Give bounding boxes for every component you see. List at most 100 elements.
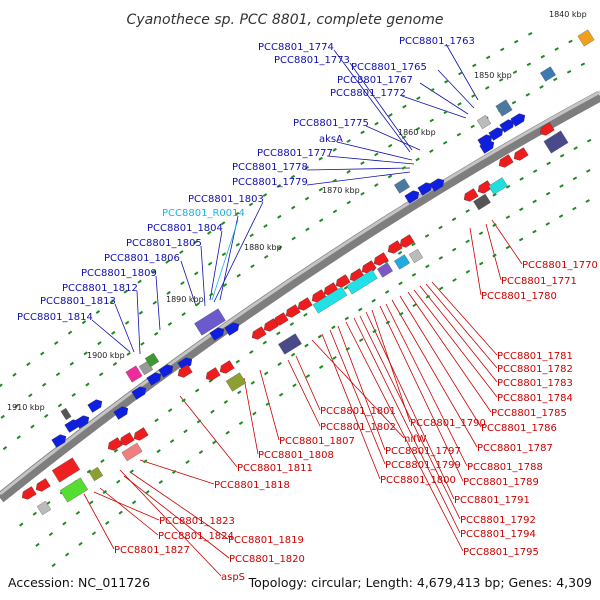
tick-mark — [100, 458, 105, 464]
gene-label-1806: PCC8801_1806 — [104, 253, 180, 264]
tick-mark — [430, 87, 435, 92]
tick-mark — [492, 253, 497, 258]
gene-label-1779: PCC8801_1779 — [232, 177, 308, 188]
tick-mark — [471, 94, 476, 98]
tick-mark — [152, 300, 157, 305]
tick-mark — [412, 303, 417, 308]
tick-mark — [573, 146, 578, 150]
tick-mark — [465, 209, 470, 213]
reverse-gene-arrow — [285, 304, 301, 318]
tick-mark — [332, 147, 337, 152]
forward-callout-line — [349, 62, 413, 151]
gene-label-1799: PCC8801_1799 — [385, 460, 461, 471]
tick-mark — [540, 54, 546, 59]
tick-mark — [317, 334, 323, 339]
forward-gene-box-shape — [577, 29, 595, 47]
tick-mark — [512, 70, 518, 74]
tick-mark — [113, 448, 119, 453]
gene-label-1818: PCC8801_1818 — [214, 480, 290, 491]
reverse-gene-arrow — [205, 367, 221, 381]
reverse-gene-box — [59, 477, 89, 503]
tick-mark — [2, 446, 8, 451]
tick-mark — [492, 223, 497, 228]
tick-mark — [485, 86, 490, 90]
tick-mark — [416, 96, 421, 101]
gene-label-1767: PCC8801_1767 — [337, 75, 413, 86]
forward-gene-arrow-shape — [488, 127, 504, 141]
tick-mark — [498, 78, 504, 82]
tick-mark — [167, 321, 173, 326]
tick-mark — [384, 290, 390, 294]
forward-gene-box — [577, 29, 595, 47]
tick-mark — [277, 362, 282, 366]
tick-mark — [16, 435, 21, 440]
forward-gene-arrow — [499, 119, 515, 133]
reverse-gene-box-shape — [377, 262, 393, 278]
reverse-gene-box — [121, 442, 143, 462]
tick-mark — [212, 440, 217, 445]
tick-mark — [116, 479, 121, 484]
scale-ticks: 1840 kbp 1850 kbp 1860 kbp 1870 kbp 1880… — [7, 10, 587, 412]
gene-label-1824: PCC8801_1824 — [158, 531, 234, 542]
tick-mark — [559, 184, 564, 188]
forward-gene-arrow — [158, 364, 174, 378]
tick-mark — [111, 330, 116, 335]
tick-mark — [527, 31, 533, 36]
tick-mark — [505, 184, 511, 189]
gene-label-1801: PCC8801_1801 — [320, 406, 396, 417]
forward-callout-line — [306, 167, 411, 171]
gene-label-1808: PCC8801_1808 — [258, 450, 334, 461]
reverse-gene-box — [394, 254, 410, 270]
reverse-gene-arrow-shape — [335, 274, 351, 288]
reverse-gene-box — [312, 286, 348, 314]
tick-rows — [0, 31, 592, 568]
tick-mark — [195, 302, 200, 307]
gene-label-1780: PCC8801_1780 — [481, 291, 557, 302]
gene-label-1788: PCC8801_1788 — [467, 462, 543, 473]
reverse-gene-arrow — [251, 326, 267, 340]
tick-mark — [265, 402, 270, 407]
tick-mark — [35, 542, 40, 547]
tick-mark — [67, 330, 73, 335]
reverse-gene-arrow-shape — [107, 437, 123, 451]
tick-mark — [572, 206, 577, 211]
gene-label-1794: PCC8801_1794 — [460, 529, 536, 540]
tick-mark — [558, 214, 564, 219]
reverse-gene-arrow — [335, 274, 351, 288]
tick-mark — [194, 271, 199, 276]
map-title: Cyanothece sp. PCC 8801, complete genome — [127, 12, 444, 28]
reverse-gene-box-shape — [121, 442, 143, 462]
tick-mark — [263, 371, 269, 376]
tick-mark — [235, 359, 240, 364]
gene-features — [21, 29, 595, 516]
gene-label-1827: PCC8801_1827 — [114, 545, 190, 556]
forward-gene-arrow-shape — [74, 415, 90, 429]
forward-gene-arrow — [209, 327, 225, 341]
forward-gene-arrow-shape — [499, 119, 515, 133]
tick-mark — [546, 161, 551, 166]
tick-mark — [156, 449, 161, 454]
tick-mark — [276, 331, 281, 336]
tick-mark — [304, 165, 309, 170]
forward-gene-box — [194, 308, 226, 336]
tick-mark — [331, 325, 336, 330]
tick-mark — [290, 174, 296, 179]
reverse-gene-arrow — [498, 154, 514, 168]
forward-gene-box — [60, 407, 72, 421]
forward-gene-arrow-shape — [417, 182, 433, 196]
tick-mark — [0, 383, 3, 388]
tick-mark — [444, 79, 449, 84]
forward-callout-line — [365, 125, 421, 151]
tick-mark — [343, 285, 349, 290]
tick-mark — [236, 273, 241, 278]
gene-label-1770: PCC8801_1770 — [522, 260, 598, 271]
forward-gene-box-shape — [540, 66, 556, 82]
tick-mark — [384, 259, 389, 264]
reverse-callout-line — [407, 291, 492, 413]
tick-mark — [97, 341, 102, 346]
forward-gene-arrow-shape — [510, 113, 526, 127]
tick-mark — [145, 490, 150, 495]
tick-mark — [532, 199, 537, 204]
forward-callout-line — [213, 201, 264, 303]
tick-mark — [208, 292, 214, 297]
